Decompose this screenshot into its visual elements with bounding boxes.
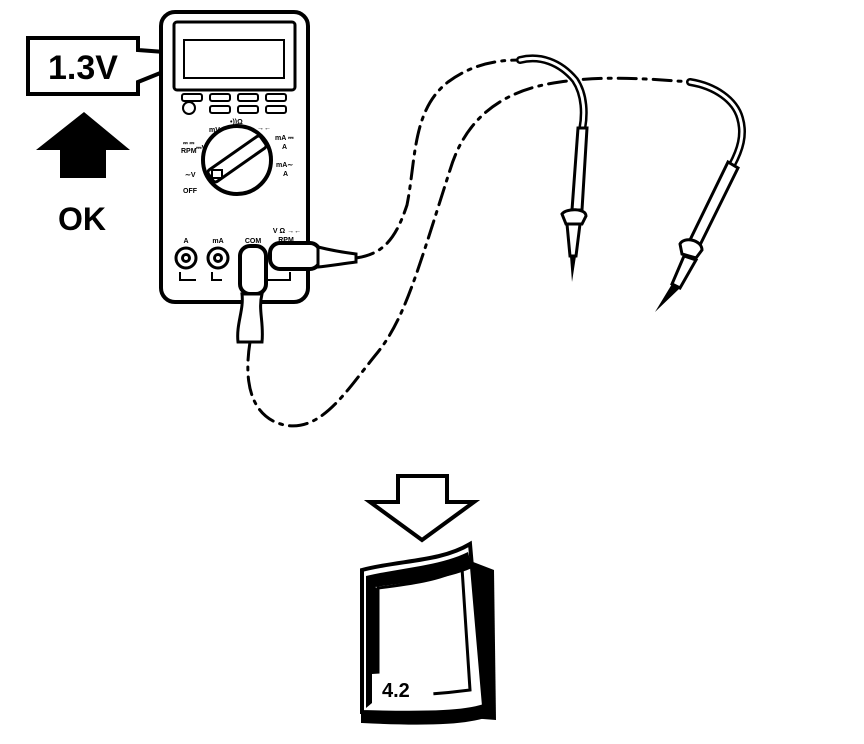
- manual-section-label: 4.2: [382, 680, 410, 702]
- dial-label-v-dc: ⎓V: [196, 145, 207, 152]
- dial-label-a-ac: A: [283, 171, 288, 178]
- down-arrow-icon: [363, 474, 481, 543]
- jack-label-a: A: [183, 238, 188, 245]
- jack-a[interactable]: [174, 246, 198, 270]
- dial-label-off: OFF: [183, 188, 198, 195]
- hold-button[interactable]: [209, 93, 231, 102]
- v-ohm-test-plug[interactable]: [268, 241, 358, 271]
- red-lead-cable: [354, 58, 522, 260]
- dial-label-ohm: •))Ω: [230, 119, 243, 126]
- input-jacks: A mA COM V Ω →← RPM: [174, 228, 301, 281]
- rel-button[interactable]: [265, 93, 287, 102]
- jack-label-com: COM: [245, 238, 262, 245]
- jack-label-rpm: RPM: [278, 237, 294, 244]
- ok-label: OK: [58, 201, 106, 237]
- power-button[interactable]: [182, 101, 196, 115]
- dial-label-rpm: RPM: [181, 148, 197, 155]
- dial-label-a-dc: A: [282, 144, 287, 151]
- up-arrow-icon: [36, 112, 130, 178]
- dial-label-rpm-top: ⎓ ⎓: [183, 141, 194, 147]
- ok-status: OK: [36, 112, 130, 237]
- function-buttons: [181, 93, 287, 115]
- dial-label-ma-dc: mA ⎓: [275, 135, 294, 142]
- dial-label-v-ac: ∼V: [185, 172, 196, 179]
- range-button[interactable]: [181, 93, 203, 102]
- dial-label-ma-ac: mA∼: [276, 162, 293, 169]
- dial-label-mv: mV: [209, 127, 220, 134]
- rotary-dial[interactable]: [201, 124, 273, 196]
- jack-label-ma: mA: [212, 238, 223, 245]
- jack-ma[interactable]: [206, 246, 230, 270]
- test-probe-black[interactable]: [655, 78, 746, 312]
- service-manual-icon: 4.2: [360, 540, 496, 725]
- com-test-plug[interactable]: [236, 244, 268, 344]
- multimeter: mV •))Ω →← mA ⎓ A ⎓ ⎓ RPM ⎓V mA∼ A ∼V OF…: [159, 10, 358, 344]
- test-lead-cables: [246, 58, 692, 428]
- voltage-reading-value: 1.3V: [48, 49, 118, 87]
- dial-labels: mV •))Ω →← mA ⎓ A ⎓ ⎓ RPM ⎓V mA∼ A ∼V OF…: [181, 119, 294, 195]
- dial-label-capacitance: →←: [257, 125, 271, 132]
- jack-label-v-ohm: V Ω →←: [273, 228, 301, 235]
- minmax-button[interactable]: [237, 93, 259, 102]
- test-probe-red[interactable]: [516, 54, 589, 282]
